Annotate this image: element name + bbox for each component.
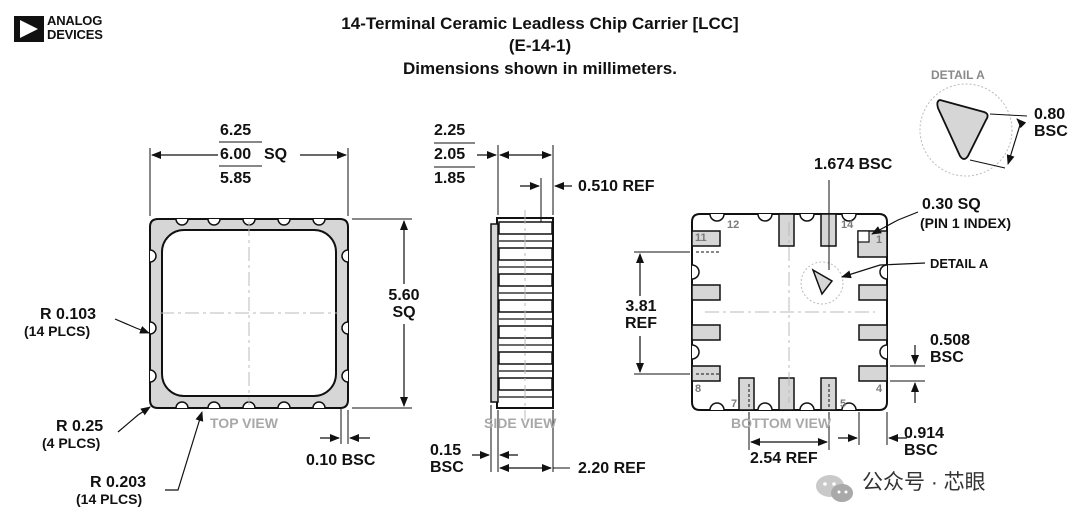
pin-number: 12 [727, 219, 740, 231]
side-height-min: 1.85 [434, 170, 466, 187]
pin-number: 5 [840, 398, 847, 410]
pin-number: 14 [841, 219, 854, 231]
package-code: (E-14-1) [508, 36, 572, 55]
top-offset: 0.10 BSC [306, 452, 376, 469]
pin1-note: (PIN 1 INDEX) [920, 215, 1012, 231]
top-width-min: 5.85 [220, 170, 252, 187]
bottom-ref-label: REF [625, 315, 657, 332]
detail-a [919, 83, 1028, 177]
pin-number: 8 [695, 383, 702, 395]
pitch-label: BSC [930, 349, 964, 366]
detail-label: BSC [1034, 123, 1068, 140]
top-height-sq: SQ [392, 304, 416, 321]
bottom-ref-value: 3.81 [625, 298, 657, 315]
brand-line-1: ANALOG [47, 13, 103, 28]
pin-number: 1 [876, 234, 883, 246]
wechat-icon [814, 472, 856, 506]
r3-value: R 0.203 [90, 474, 147, 491]
detail-a-title: DETAIL A [931, 68, 985, 82]
detail-value: 0.80 [1034, 106, 1066, 123]
r2-value: R 0.25 [56, 418, 104, 435]
top-height-value: 5.60 [388, 287, 420, 304]
side-view-label: SIDE VIEW [484, 415, 557, 431]
side-height-nom: 2.05 [434, 146, 466, 163]
side-height-max: 2.25 [434, 122, 466, 139]
r3-count: (14 PLCS) [76, 491, 143, 507]
top-width-sq: SQ [264, 146, 288, 163]
bottom-view-label: BOTTOM VIEW [731, 415, 832, 431]
top-view [114, 141, 412, 491]
pin-number: 4 [876, 383, 883, 395]
pad-value: 0.914 [904, 425, 945, 442]
brand-line-2: DEVICES [47, 27, 103, 42]
top-width-nom: 6.00 [220, 146, 252, 163]
top-view-label: TOP VIEW [210, 415, 278, 431]
r1-count: (14 PLCS) [24, 323, 91, 339]
pad-label: BSC [904, 442, 938, 459]
r1-value: R 0.103 [40, 306, 97, 323]
page-title: 14-Terminal Ceramic Leadless Chip Carrie… [341, 14, 739, 33]
side-bsc-value: 0.15 [430, 442, 462, 459]
watermark-text: 公众号 · 芯眼 [862, 471, 986, 494]
pitch-value: 0.508 [930, 332, 971, 349]
top-view-castellations [149, 218, 349, 409]
top-width-max: 6.25 [220, 122, 252, 139]
bottom-view [634, 180, 926, 450]
logo-mark-icon [14, 16, 44, 42]
detail-a-ref: DETAIL A [930, 256, 989, 271]
r2-count: (4 PLCS) [42, 435, 101, 451]
units-note: Dimensions shown in millimeters. [403, 59, 677, 78]
pin-number: 11 [695, 232, 707, 244]
bottom-ref-2-54: 2.54 REF [750, 450, 818, 467]
brand-logo-text: ANALOG DEVICES [47, 14, 103, 42]
side-view [434, 142, 572, 472]
side-ref-top: 0.510 REF [578, 178, 655, 195]
side-ref-bottom: 2.20 REF [578, 460, 646, 477]
pin-number: 7 [731, 398, 738, 410]
side-bsc-label: BSC [430, 459, 464, 476]
bottom-top-bsc: 1.674 BSC [814, 156, 893, 173]
pin1-size: 0.30 SQ [922, 196, 981, 213]
